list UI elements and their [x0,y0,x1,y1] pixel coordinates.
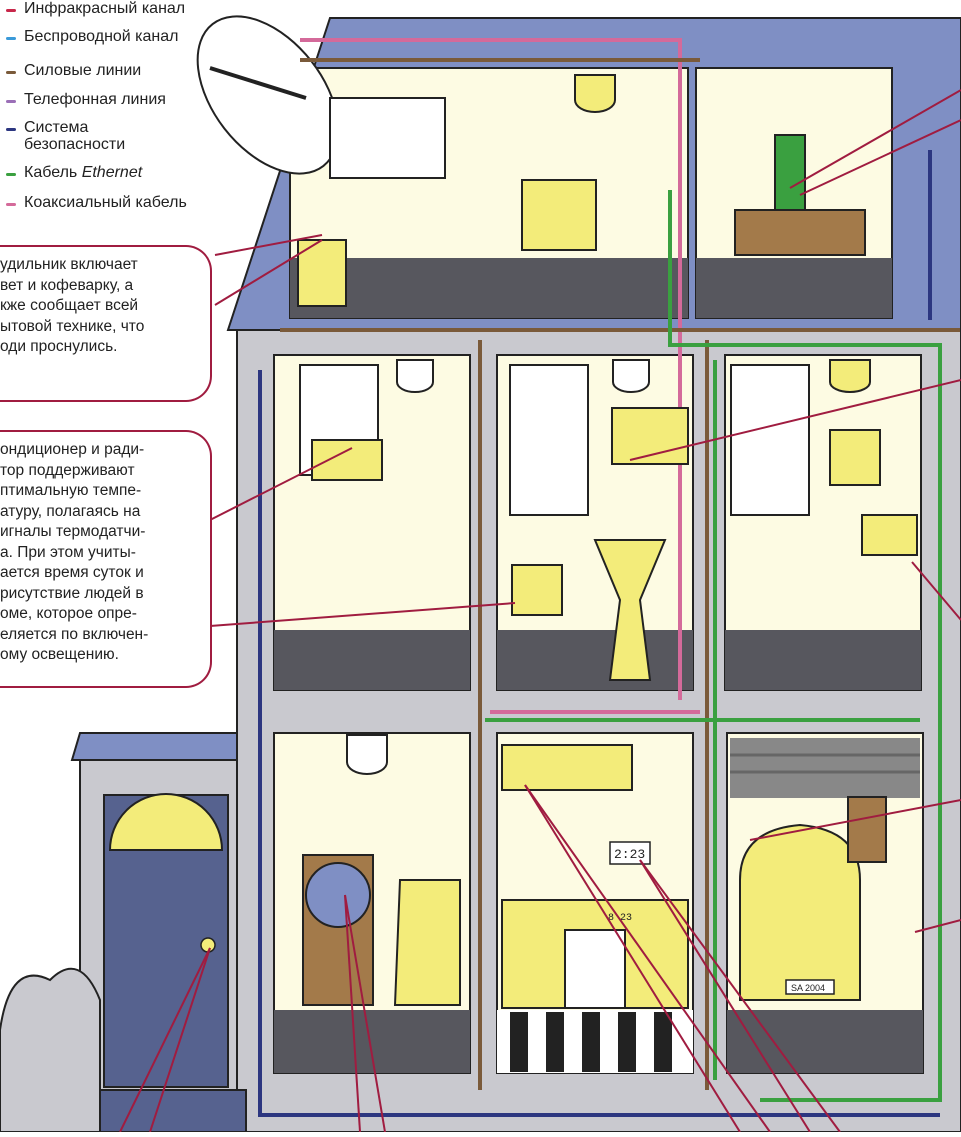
laptop [861,514,918,556]
wiring [258,38,960,1117]
armchair [393,879,461,1006]
ceiling-lamp [346,734,388,775]
legend-item-infrared: Инфракрасный канал [6,0,185,17]
legend-label: Телефонная линия [24,91,166,108]
legend-label: Система безопасности [24,119,126,153]
nightstand [521,179,597,251]
ceiling-lamp [612,359,650,393]
legend-label-italic: Ethernet [81,164,143,181]
legend-item-power: Силовые линии [6,62,141,79]
front-steps [85,1089,247,1133]
bathroom-floor [497,630,693,690]
living-floor [274,1010,470,1073]
legend-item-phone: Телефонная линия [6,91,166,108]
window [509,364,589,516]
kitchen-clock [609,841,651,865]
car [739,823,861,1001]
legend-label-prefix: Кабель [24,164,82,181]
legend-swatch [6,9,16,12]
legend-item-ethernet: Кабель Ethernet [6,164,142,181]
garage-floor [727,1010,923,1073]
legend-label: Беспроводной канал [24,28,179,45]
attic-floor [696,258,892,318]
callout-climate-text: ондиционер и ради- тор поддерживают птим… [0,441,149,663]
garage-door [730,738,920,798]
callout-climate-control: ондиционер и ради- тор поддерживают птим… [0,430,212,688]
desk [734,209,866,256]
laundry-floor [274,630,470,690]
clock-text: 2:23 [614,847,645,862]
bush [0,967,101,1133]
legend-label: Коаксиальный кабель [24,194,187,211]
tv-screen [305,862,371,928]
bedroom-floor [290,258,688,318]
legend-swatch [6,128,16,131]
fax-machine [829,429,881,486]
kitchen-checker-floor [510,1012,672,1072]
ceiling-lamp [574,74,616,113]
sink [593,539,667,681]
callout-alarm-clock: удильник включает вет и кофеварку, а кже… [0,245,212,402]
legend-swatch [6,37,16,40]
radiator [511,564,563,616]
legend-item-security: Система безопасности [6,119,125,153]
callout-leaders [119,89,961,1133]
legend-label: Кабель Ethernet [24,164,142,181]
ceiling-lamp [396,359,434,393]
window [329,97,446,179]
air-conditioner [311,439,383,481]
legend-label: Инфракрасный канал [24,0,186,17]
license-plate [785,979,835,995]
legend-item-wireless: Беспроводной канал [6,28,179,45]
legend-item-coax: Коаксиальный кабель [6,194,187,211]
kitchen-cabinet [501,744,633,791]
legend-label: Силовые линии [24,62,142,79]
study-floor [725,630,921,690]
ceiling-lamp [829,359,871,393]
callout-alarm-text: удильник включает вет и кофеварку, а кже… [0,256,145,355]
entrance-roof [70,732,238,761]
legend-swatch [6,173,16,176]
window [730,364,810,516]
legend-swatch [6,203,16,206]
license-plate-text: SA 2004 [791,983,825,993]
legend-swatch [6,71,16,74]
oven [564,929,626,1009]
legend-swatch [6,100,16,103]
bedside-table [297,239,347,307]
door-fanlight [108,793,224,851]
server [774,134,806,211]
control-panel [847,796,887,863]
